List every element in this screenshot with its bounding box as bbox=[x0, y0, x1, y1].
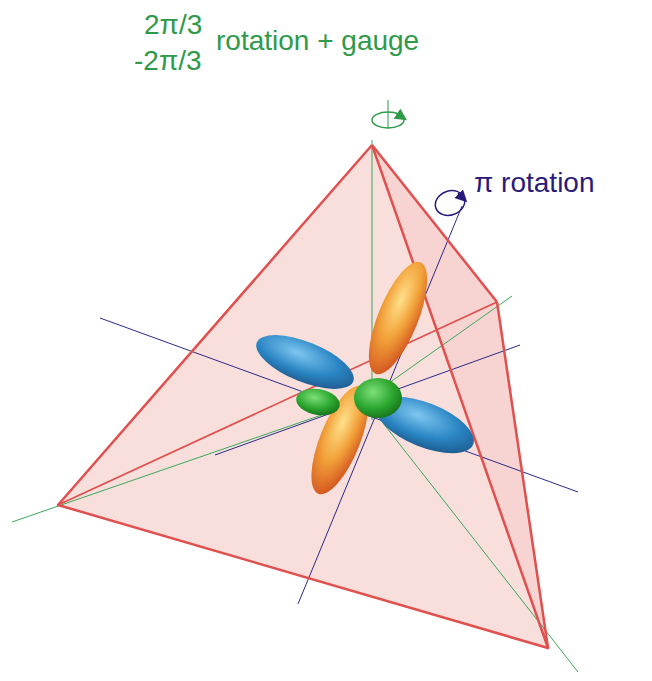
tetra-edges bbox=[58, 145, 548, 648]
d-orbital bbox=[249, 255, 481, 501]
rotation-symbols bbox=[372, 100, 468, 219]
twofold-axes bbox=[100, 206, 578, 604]
axis-label: π rotation bbox=[474, 168, 595, 199]
rotation-angle: -2π/3 bbox=[134, 46, 202, 77]
axis-label: rotation + gauge bbox=[216, 26, 419, 57]
threefold-axes bbox=[12, 140, 578, 672]
tetra-face bbox=[58, 145, 548, 648]
rotation-angle: 2π/3 bbox=[144, 10, 202, 41]
